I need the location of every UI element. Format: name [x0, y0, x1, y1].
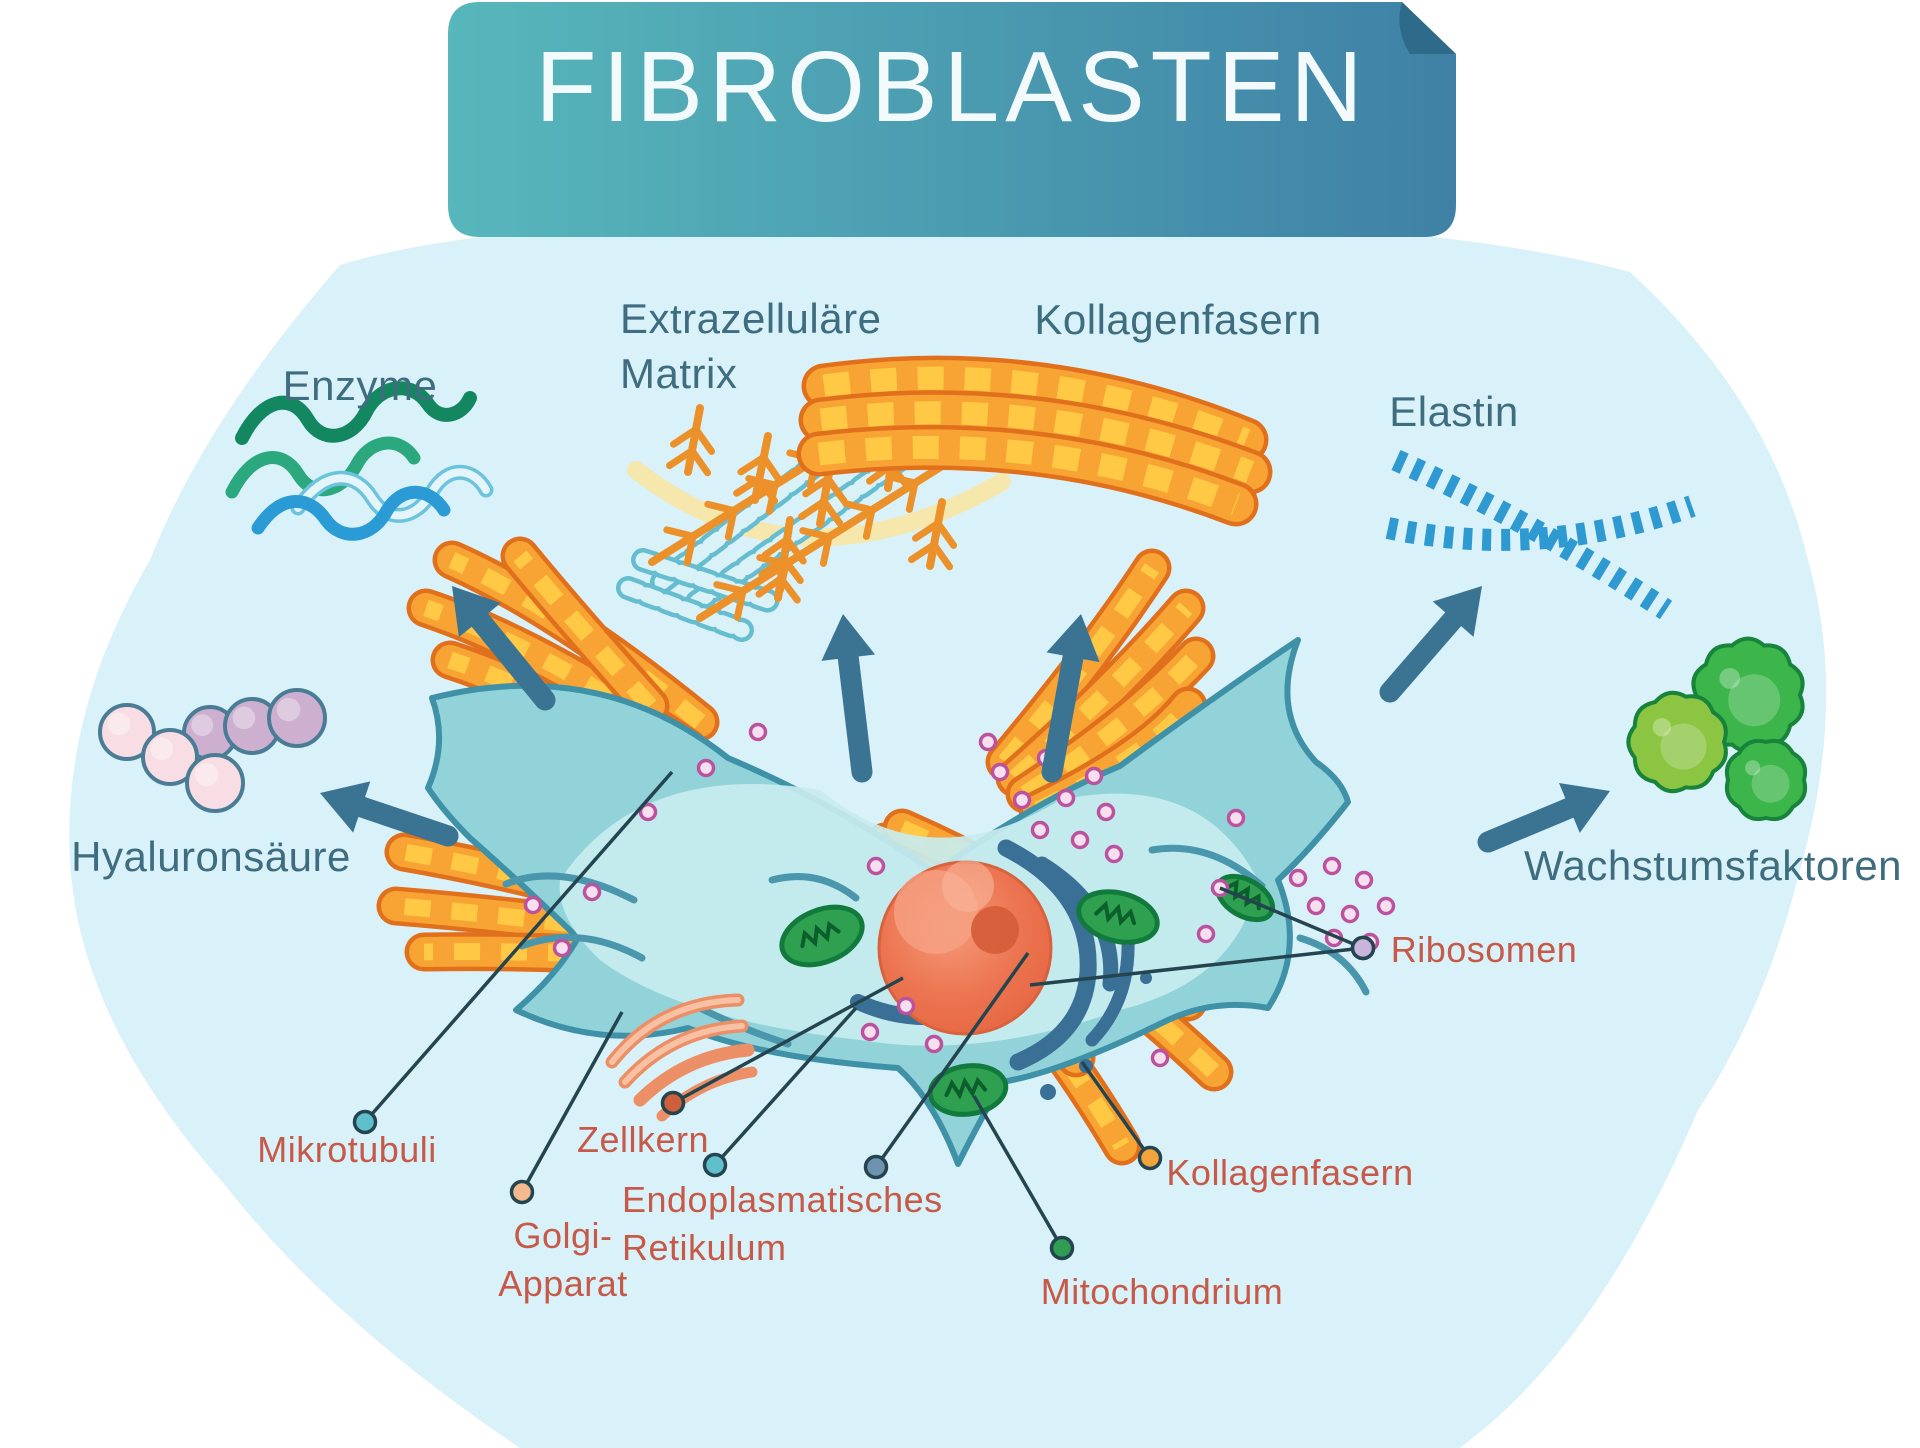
label-extracellular-matrix: Extrazelluläre Matrix: [620, 291, 881, 402]
leader-dot: [352, 1109, 378, 1135]
leader-line: [1029, 946, 1364, 987]
leader-dot: [702, 1152, 728, 1178]
growth-factor-blob: [1626, 690, 1728, 794]
hyaluron-bead: [185, 753, 245, 813]
secretion-arrow: [452, 586, 556, 711]
label-line: Retikulum: [622, 1227, 787, 1269]
label-enzyme: Enzyme: [282, 362, 438, 409]
nucleus-highlight: [942, 860, 994, 912]
title-banner: [448, 2, 1456, 237]
leader-dot: [1049, 1235, 1075, 1261]
ribosome-dot: [1096, 802, 1116, 822]
leader-line: [972, 1095, 1064, 1249]
ribosome-dot: [582, 882, 602, 902]
secretion-arrows: [320, 586, 1610, 853]
ribosome-dot: [1340, 904, 1360, 924]
label-line: Endoplasmatisches: [622, 1179, 943, 1220]
fibroblast-cell: [376, 536, 1396, 1167]
leader-line: [520, 1011, 624, 1193]
ribosome-dot: [1012, 790, 1032, 810]
ribosome-dot: [552, 938, 572, 958]
ribosome-dot: [1196, 924, 1216, 944]
ribosome-dots: [523, 722, 1396, 1068]
ribosome-dot: [1306, 896, 1326, 916]
label-mitochondrion: Mitochondrium: [1040, 1271, 1284, 1312]
leader-line: [874, 951, 1030, 1169]
leader-dot: [863, 1154, 889, 1180]
nucleolus: [971, 906, 1019, 954]
ribosome-dot: [1104, 844, 1124, 864]
hyaluron-bead: [267, 688, 327, 748]
enzyme-illustration: [225, 381, 494, 541]
leader-line: [713, 1006, 858, 1167]
label-collagen-fibers: Kollagenfasern: [1034, 296, 1322, 343]
ribosome-dot: [1056, 788, 1076, 808]
ribosome-dot: [860, 1022, 880, 1042]
hyaluronic-acid-illustration: [98, 688, 327, 813]
label-line: Apparat: [498, 1263, 628, 1305]
ribosome-dot: [924, 1034, 944, 1054]
collagen-fibers-illustration: [796, 355, 1273, 527]
er-vesicle: [1040, 1084, 1056, 1100]
label-ribosomes: Ribosomen: [1390, 929, 1578, 970]
elastin-illustration: [1385, 449, 1696, 620]
secretion-arrow: [821, 614, 876, 783]
mitochondrion-organelle: [1076, 889, 1160, 945]
hyaluron-bead: [141, 728, 199, 786]
ribosome-dot: [696, 758, 716, 778]
ribosome-dot: [1354, 870, 1374, 890]
label-endoplasmic-reticulum: Endoplasmatisches Retikulum: [622, 1176, 943, 1272]
secretion-arrow: [1379, 586, 1482, 703]
label-hyaluronic-acid: Hyaluronsäure: [71, 833, 351, 880]
ribosome-dot: [1084, 766, 1104, 786]
ribosome-dot: [1030, 820, 1050, 840]
leader-dot: [660, 1090, 686, 1116]
growth-factor-blob: [1724, 738, 1808, 822]
label-elastin: Elastin: [1389, 388, 1519, 435]
page-title: FIBROBLASTEN: [535, 31, 1369, 143]
ribosome-dot: [1288, 868, 1308, 888]
label-collagen-fibers-inner: Kollagenfasern: [1166, 1152, 1414, 1193]
mitochondrion-organelle: [779, 904, 865, 968]
leader-dot: [509, 1179, 535, 1205]
leader-line: [1219, 886, 1364, 950]
ribosome-dot: [896, 996, 916, 1016]
er-vesicle: [1140, 972, 1152, 984]
ribosome-dot: [1226, 808, 1246, 828]
ribosome-dot: [1150, 1048, 1170, 1068]
leader-line: [672, 976, 904, 1105]
leader-lines: [352, 770, 1376, 1261]
label-growth-factors: Wachstumsfaktoren: [1523, 842, 1903, 889]
label-line: Golgi-: [513, 1215, 613, 1256]
label-nucleus: Zellkern: [576, 1119, 710, 1160]
ribosome-dot: [523, 895, 543, 915]
growth-factors-illustration: [1626, 636, 1808, 822]
ribosome-dot: [1376, 896, 1396, 916]
banner-fold-icon: [1399, 2, 1456, 54]
mitochondrion-organelle: [927, 1063, 1009, 1117]
leader-dot: [1137, 1145, 1163, 1171]
ribosome-dot: [990, 762, 1010, 782]
ribosome-dot: [866, 856, 886, 876]
hyaluron-bead: [98, 703, 156, 761]
ribosome-dot: [748, 722, 768, 742]
ribosome-dot: [638, 802, 658, 822]
label-golgi-apparatus: Golgi- Apparat: [498, 1212, 628, 1308]
label-line: Extrazelluläre: [620, 295, 882, 342]
leader-dot: [1350, 935, 1376, 961]
secretion-arrow: [320, 781, 459, 847]
label-microtubules: Mikrotubuli: [257, 1129, 437, 1170]
ribosome-dot: [1322, 856, 1342, 876]
secretion-arrow: [1477, 783, 1610, 853]
secretion-arrow: [1041, 614, 1100, 783]
leader-line: [363, 770, 674, 1124]
leader-line: [1080, 1060, 1152, 1160]
label-line: Matrix: [620, 350, 738, 398]
ribosome-dot: [978, 732, 998, 752]
ribosome-dot: [1070, 830, 1090, 850]
